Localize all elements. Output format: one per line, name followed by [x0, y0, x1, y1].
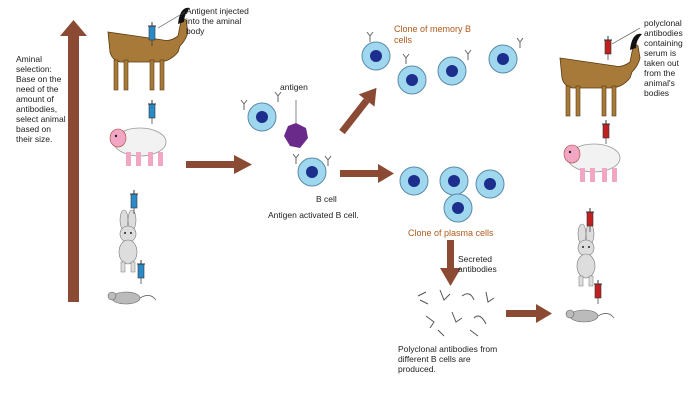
syringe-icon	[147, 99, 157, 125]
rabbit-icon	[576, 223, 596, 287]
sheep-icon	[109, 127, 167, 167]
plasma-clone-label: Clone of plasma cells	[408, 228, 494, 238]
antibody-icon	[464, 49, 472, 61]
memory-b-cell	[437, 56, 467, 86]
arrow-to-memory-cells	[339, 87, 377, 135]
plasma-cell	[475, 169, 505, 199]
antigen-activated-label: Antigen activated B cell.	[268, 210, 359, 220]
serum-taken-label: polyclonal antibodies containing serum i…	[644, 18, 683, 98]
plasma-cell	[399, 166, 429, 196]
plasma-cell	[439, 166, 469, 196]
memory-clone-label: Clone of memory B cells	[394, 24, 472, 45]
arrow-down-secreted	[440, 240, 461, 286]
sheep-icon	[563, 143, 621, 183]
antigen-icon	[284, 100, 308, 148]
mouse-icon	[107, 291, 157, 305]
polyclonal-produced-label: Polyclonal antibodies from different B c…	[398, 344, 498, 374]
b-cell-icon	[247, 102, 277, 132]
b-cell-icon	[297, 157, 327, 187]
antibody-cluster	[417, 289, 495, 337]
antibody-icon	[274, 91, 282, 103]
syringe-icon	[136, 259, 146, 285]
arrow-to-serum	[506, 304, 552, 323]
b-cell-label: B cell	[316, 194, 337, 204]
syringe-icon	[601, 119, 611, 145]
goat-icon	[107, 7, 191, 91]
memory-b-cell	[397, 65, 427, 95]
memory-b-cell	[361, 41, 391, 71]
syringe-icon	[593, 279, 603, 305]
selection-label: Aminal selection: Base on the need of th…	[16, 54, 66, 144]
goat-icon	[559, 33, 643, 117]
arrow-to-b-cell	[186, 155, 252, 174]
antibody-icon	[402, 53, 410, 65]
antibody-icon	[240, 99, 248, 111]
antibody-icon	[516, 37, 524, 49]
arrow-to-plasma-cells	[340, 164, 394, 183]
antibody-icon	[292, 153, 300, 165]
memory-b-cell	[488, 44, 518, 74]
antibody-icon	[366, 31, 374, 43]
antigen-injected-label: Antigent injected into the aminal body	[186, 6, 249, 36]
syringe-icon	[603, 35, 613, 61]
antibody-icon	[324, 155, 332, 167]
rabbit-icon	[118, 209, 138, 273]
plasma-cell	[443, 193, 473, 223]
antigen-label: antigen	[280, 82, 308, 92]
secreted-label: Secreted antibodies	[458, 254, 497, 274]
mouse-icon	[565, 309, 615, 323]
selection-arrow	[60, 20, 87, 302]
